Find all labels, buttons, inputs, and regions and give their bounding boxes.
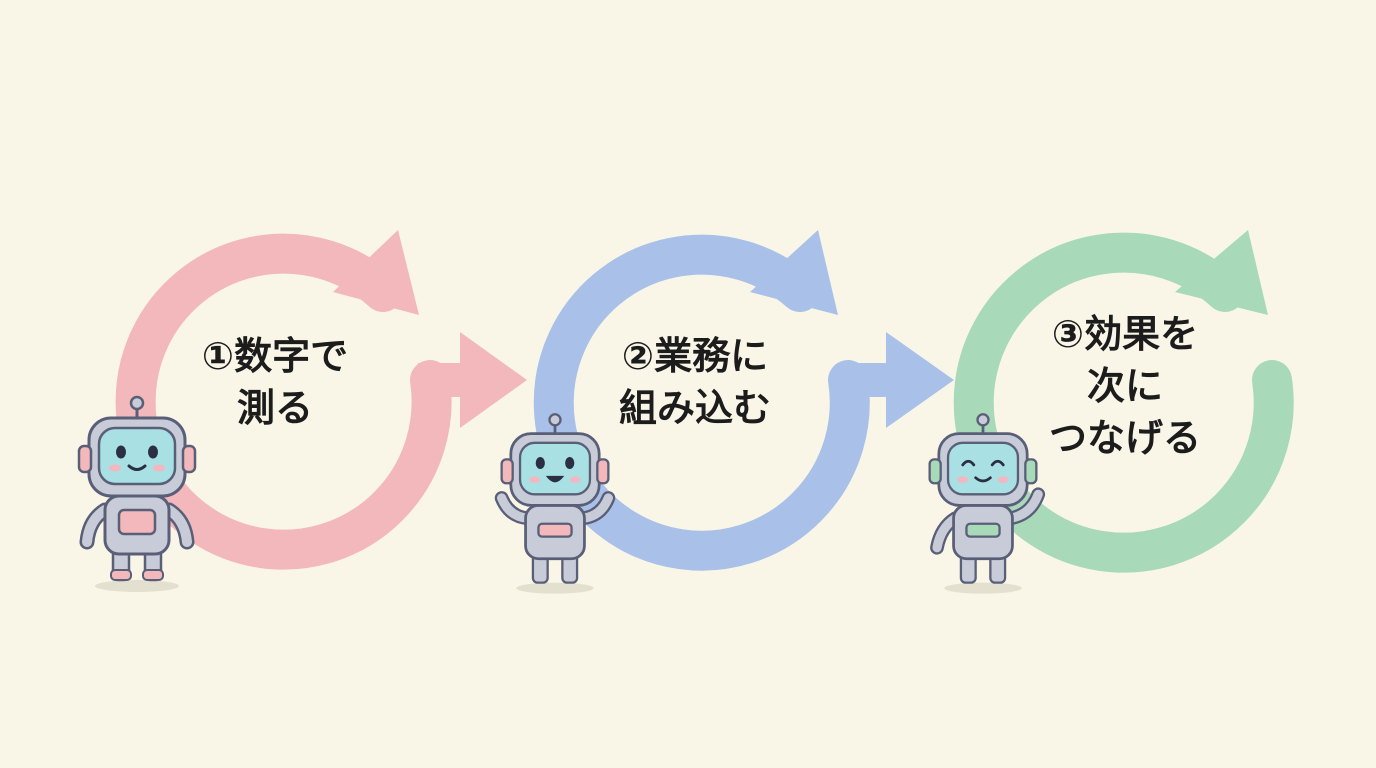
robot-icon [494,412,616,596]
forward-arrow-icon [886,332,954,428]
cycle-arrowhead-icon [333,230,419,315]
cycle-arrowhead-icon [1175,230,1268,315]
robot-icon [77,395,197,594]
robot-icon [928,412,1046,596]
step-3-label: ③効果を 次に つなげる [1030,308,1220,464]
step-1-label-line-1: ①数字で [201,334,349,378]
step-3-label-line-2: 次に [1086,364,1163,408]
forward-arrow-1 [418,332,527,428]
step-1-label: ①数字で 測る [185,330,365,434]
cycle-arrowhead-icon [750,230,838,315]
step-2-label-line-1: ②業務に [621,334,769,378]
forward-arrow-shaft [418,363,468,397]
forward-arrow-2 [838,332,954,428]
forward-arrow-icon [460,332,527,428]
step-1-label-line-2: 測る [236,386,313,430]
step-3-label-line-1: ③効果を [1051,312,1199,356]
step-2-label-line-2: 組み込む [618,386,771,430]
forward-arrow-shaft [838,363,890,397]
step-3-label-line-3: つなげる [1048,416,1201,460]
step-2-label: ②業務に 組み込む [600,330,790,434]
